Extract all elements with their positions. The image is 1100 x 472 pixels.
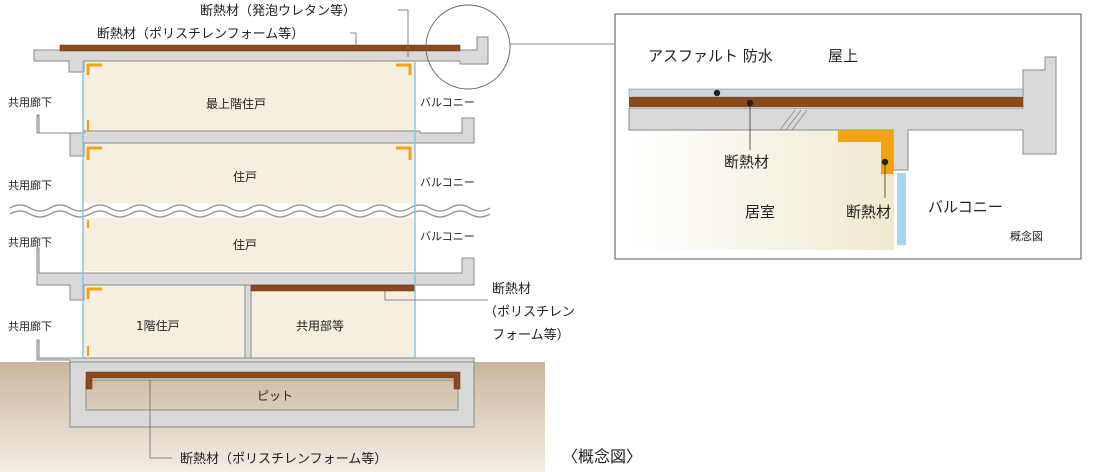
label-unit-3: 住戸	[233, 238, 257, 252]
label-balcony-1: バルコニー	[420, 96, 475, 109]
label-insulation-mid-1: 断熱材	[492, 282, 531, 297]
detail-label-insulation: 断熱材	[724, 153, 769, 171]
poly-insulation	[59, 44, 461, 390]
detail-leaders	[749, 103, 886, 198]
detail-insulation	[629, 97, 1023, 107]
leader-lines	[149, 9, 615, 459]
label-unit-1f: 1階住戸	[136, 318, 180, 333]
room-fills	[83, 61, 415, 358]
zoom-circle	[425, 4, 511, 90]
label-unit-top: 最上階住戸	[206, 96, 266, 111]
label-insulation-poly-top: 断熱材（ポリスチレンフォーム等）	[97, 26, 304, 42]
detail-room	[629, 130, 894, 250]
detail-label-rooftop: 屋上	[828, 47, 858, 65]
label-common: 共用部等	[296, 318, 344, 333]
label-corridor-2: 共用廊下	[8, 178, 52, 192]
detail-urethane	[838, 130, 893, 174]
label-insulation-mid-3: フォーム等）	[492, 327, 570, 343]
label-corridor-3: 共用廊下	[8, 235, 52, 249]
detail-label-waterproof: アスファルト 防水	[648, 47, 773, 65]
glass-lines	[82, 61, 416, 358]
dot-waterproof	[713, 89, 721, 97]
detail-glass	[897, 173, 906, 245]
label-balcony-2: バルコニー	[420, 176, 475, 189]
label-corridor-4: 共用廊下	[8, 319, 52, 333]
detail-caption: 概念図	[1010, 229, 1043, 243]
label-balcony-3: バルコニー	[420, 230, 475, 243]
urethane-insulation	[86, 63, 412, 356]
label-insulation-urethane: 断熱材（発泡ウレタン等）	[200, 3, 356, 19]
detail-waterproof	[628, 88, 1024, 98]
detail-label-balcony: バルコニー	[928, 198, 1003, 216]
label-unit-2: 住戸	[233, 170, 257, 184]
label-corridor-1: 共用廊下	[8, 95, 52, 109]
break-lines	[9, 204, 491, 218]
caption-main: 〈概念図〉	[562, 447, 642, 466]
detail-label-insulation2: 断熱材	[846, 203, 891, 221]
dot-urethane	[881, 158, 889, 166]
label-insulation-mid-2: （ポリスチレン	[484, 305, 575, 320]
label-pit: ピット	[257, 389, 293, 403]
dot-insulation	[746, 99, 754, 107]
detail-hatch	[779, 109, 808, 131]
label-insulation-poly-bottom: 断熱材（ポリスチレンフォーム等）	[180, 451, 387, 467]
detail-label-room: 居室	[745, 203, 775, 221]
